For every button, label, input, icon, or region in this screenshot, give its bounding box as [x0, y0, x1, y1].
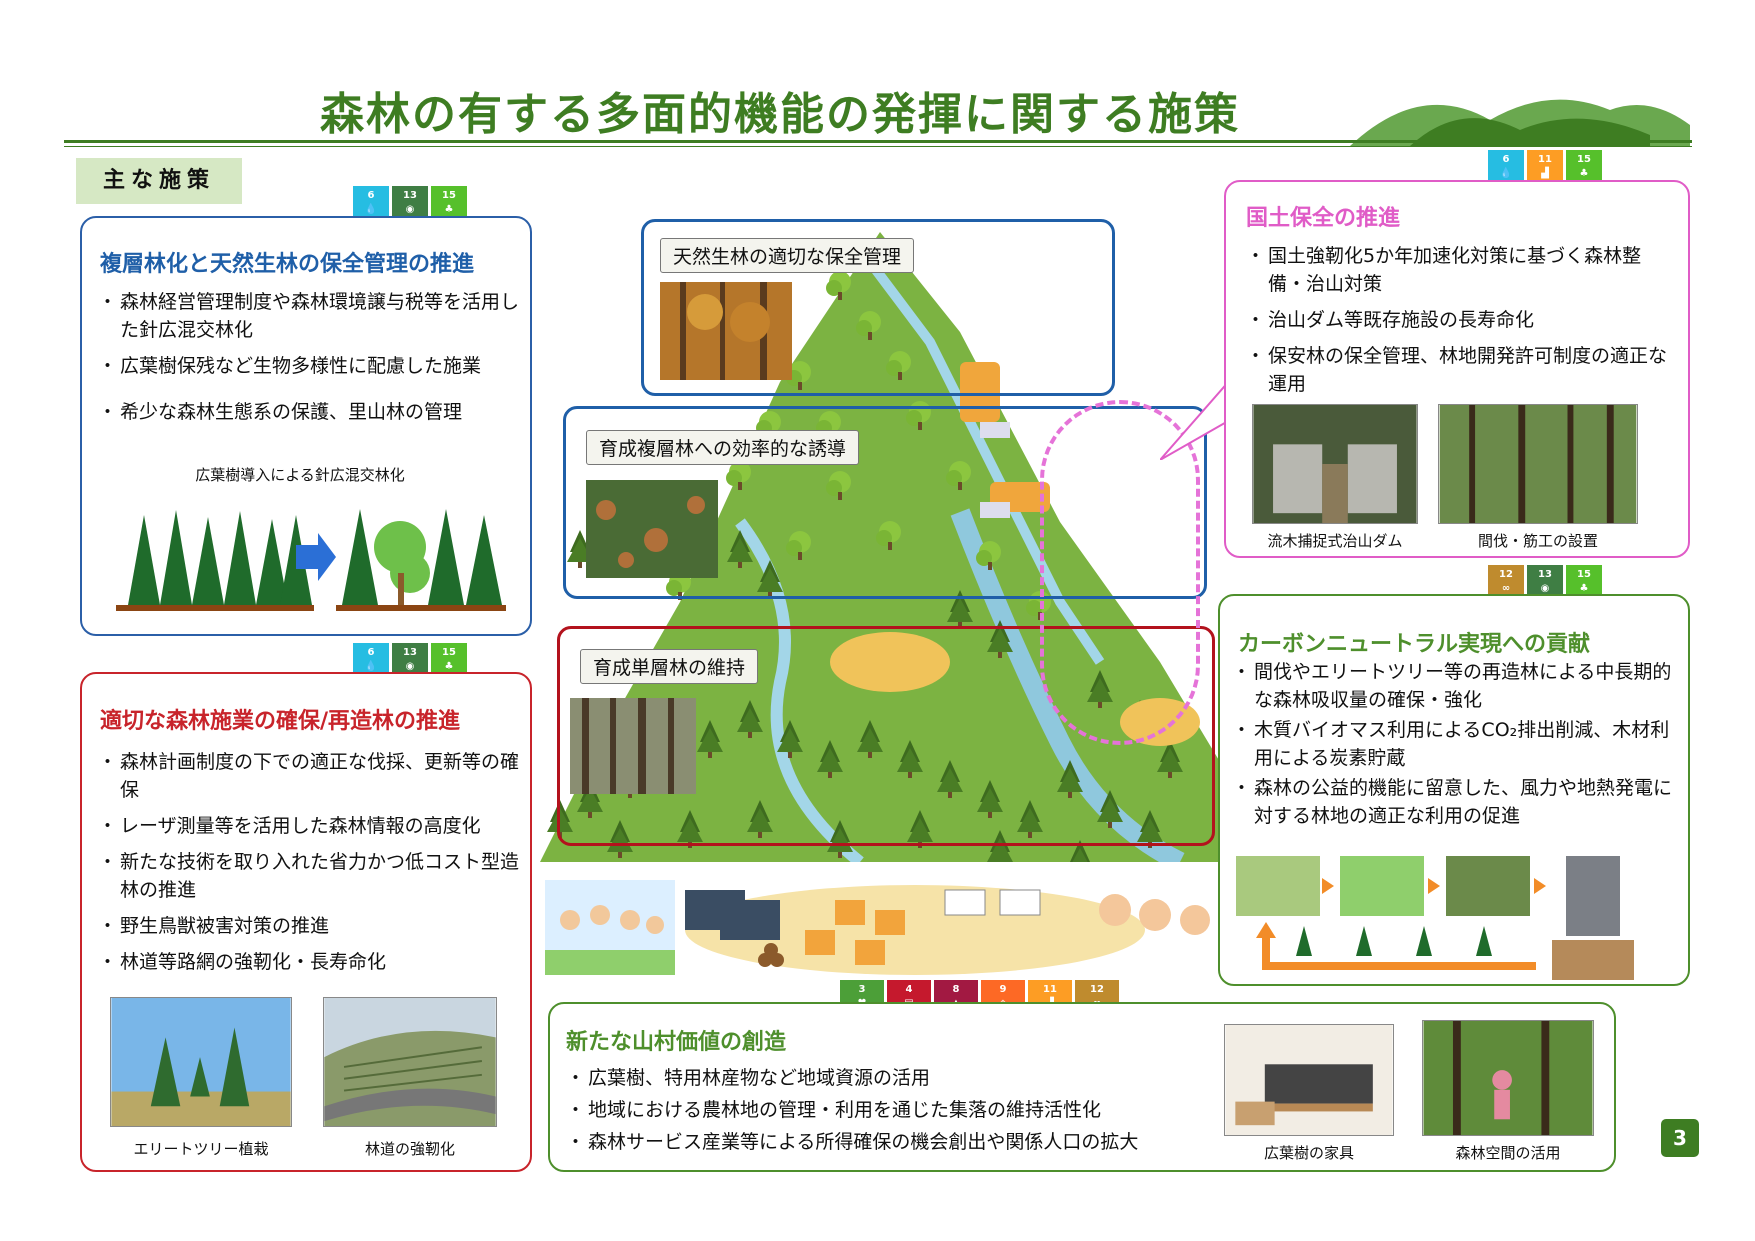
- photo-debris-dam: [1252, 404, 1418, 524]
- photo-thinning: [1438, 404, 1638, 524]
- caption-hardwood-furniture: 広葉樹の家具: [1263, 1144, 1354, 1162]
- bullet: 広葉樹保残など生物多様性に配慮した施業: [98, 352, 528, 380]
- frame-land-conservation-area: [1040, 400, 1200, 745]
- bullet: 森林サービス産業等による所得確保の機会創出や関係人口の拡大: [566, 1128, 1226, 1156]
- photo-multilayer-forest: [586, 480, 718, 578]
- callout-pointer: [1160, 380, 1230, 460]
- caption-thinning: 間伐・筋工の設置: [1477, 532, 1598, 550]
- panel-village-title: 新たな山村価値の創造: [566, 1030, 787, 1055]
- bullet: 広葉樹、特用林産物など地域資源の活用: [566, 1064, 1226, 1092]
- panel-village-bullets: 広葉樹、特用林産物など地域資源の活用 地域における農林地の管理・利用を通じた集落…: [566, 1064, 1226, 1164]
- bullet: 新たな技術を取り入れた省力かつ低コスト型造林の推進: [98, 848, 528, 904]
- mixed-forest-illustration: [116, 509, 506, 611]
- bullet: レーザ測量等を活用した森林情報の高度化: [98, 812, 528, 840]
- bullet: 林道等路網の強靭化・長寿命化: [98, 948, 528, 976]
- label-single-layer-forest: 育成単層林の維持: [580, 649, 759, 684]
- panel-multilayer-bullets: 森林経営管理制度や森林環境譲与税等を活用した針広混交林化 広葉樹保残など生物多様…: [98, 288, 528, 434]
- caption-mixed-forest: 広葉樹導入による針広混交林化: [195, 466, 405, 484]
- page-number: 3: [1661, 1119, 1699, 1157]
- label-multilayer-forest: 育成複層林への効率的な誘導: [586, 430, 860, 465]
- panel-land-title: 国土保全の推進: [1246, 206, 1401, 231]
- bullet: 間伐やエリートツリー等の再造林による中長期的な森林吸収量の確保・強化: [1232, 658, 1682, 714]
- frame-single-layer-forest: [557, 626, 1215, 846]
- title-rule: [64, 140, 1692, 143]
- carbon-cycle-illustration: [1236, 856, 1634, 980]
- caption-elite-tree: エリートツリー植栽: [133, 1140, 269, 1158]
- bullet: 希少な森林生態系の保護、里山林の管理: [98, 398, 528, 426]
- photo-forest-road: [323, 997, 497, 1127]
- panel-multilayer-title: 複層林化と天然生林の保全管理の推進: [100, 252, 475, 277]
- frame-multilayer-forest: [563, 406, 1207, 599]
- panel-carbon-title: カーボンニュートラル実現への貢献: [1238, 632, 1591, 657]
- bullet: 治山ダム等既存施設の長寿命化: [1246, 306, 1676, 334]
- frame-natural-forest: [641, 219, 1115, 396]
- title-rule-thin: [64, 146, 1692, 147]
- photo-hardwood-furniture: [1224, 1024, 1394, 1136]
- label-natural-forest: 天然生林の適切な保全管理: [660, 238, 915, 273]
- village-illustration: [545, 880, 1210, 975]
- panel-land-bullets: 国土強靭化5か年加速化対策に基づく森林整備・治山対策 治山ダム等既存施設の長寿命…: [1246, 242, 1676, 406]
- caption-forest-space: 森林空間の活用: [1455, 1144, 1561, 1162]
- photo-forest-space-use: [1422, 1020, 1594, 1136]
- bullet: 森林の公益的機能に留意した、風力や地熱発電に対する林地の適正な利用の促進: [1232, 774, 1682, 830]
- panel-forestry-bullets: 森林計画制度の下での適正な伐採、更新等の確保 レーザ測量等を活用した森林情報の高…: [98, 748, 528, 984]
- bullet: 森林経営管理制度や森林環境譲与税等を活用した針広混交林化: [98, 288, 528, 344]
- bullet: 地域における農林地の管理・利用を通じた集落の維持活性化: [566, 1096, 1226, 1124]
- panel-forestry-title: 適切な森林施業の確保/再造林の推進: [100, 709, 461, 734]
- photo-elite-tree-planting: [110, 997, 292, 1127]
- bullet: 木質バイオマス利用によるCO₂排出削減、木材利用による炭素貯蔵: [1232, 716, 1682, 772]
- page-title: 森林の有する多面的機能の発揮に関する施策: [320, 89, 1240, 140]
- caption-debris-dam: 流木捕捉式治山ダム: [1267, 532, 1403, 550]
- panel-carbon-bullets: 間伐やエリートツリー等の再造林による中長期的な森林吸収量の確保・強化 木質バイオ…: [1232, 658, 1682, 838]
- photo-natural-forest: [660, 282, 792, 380]
- main-measures-label: 主な施策: [76, 158, 242, 204]
- caption-forest-road: 林道の強靭化: [364, 1140, 455, 1158]
- bullet: 保安林の保全管理、林地開発許可制度の適正な運用: [1246, 342, 1676, 398]
- bullet: 国土強靭化5か年加速化対策に基づく森林整備・治山対策: [1246, 242, 1676, 298]
- photo-single-layer-forest: [570, 698, 696, 794]
- bullet: 野生鳥獣被害対策の推進: [98, 912, 528, 940]
- bullet: 森林計画制度の下での適正な伐採、更新等の確保: [98, 748, 528, 804]
- header-mountains-decoration: [1350, 99, 1690, 146]
